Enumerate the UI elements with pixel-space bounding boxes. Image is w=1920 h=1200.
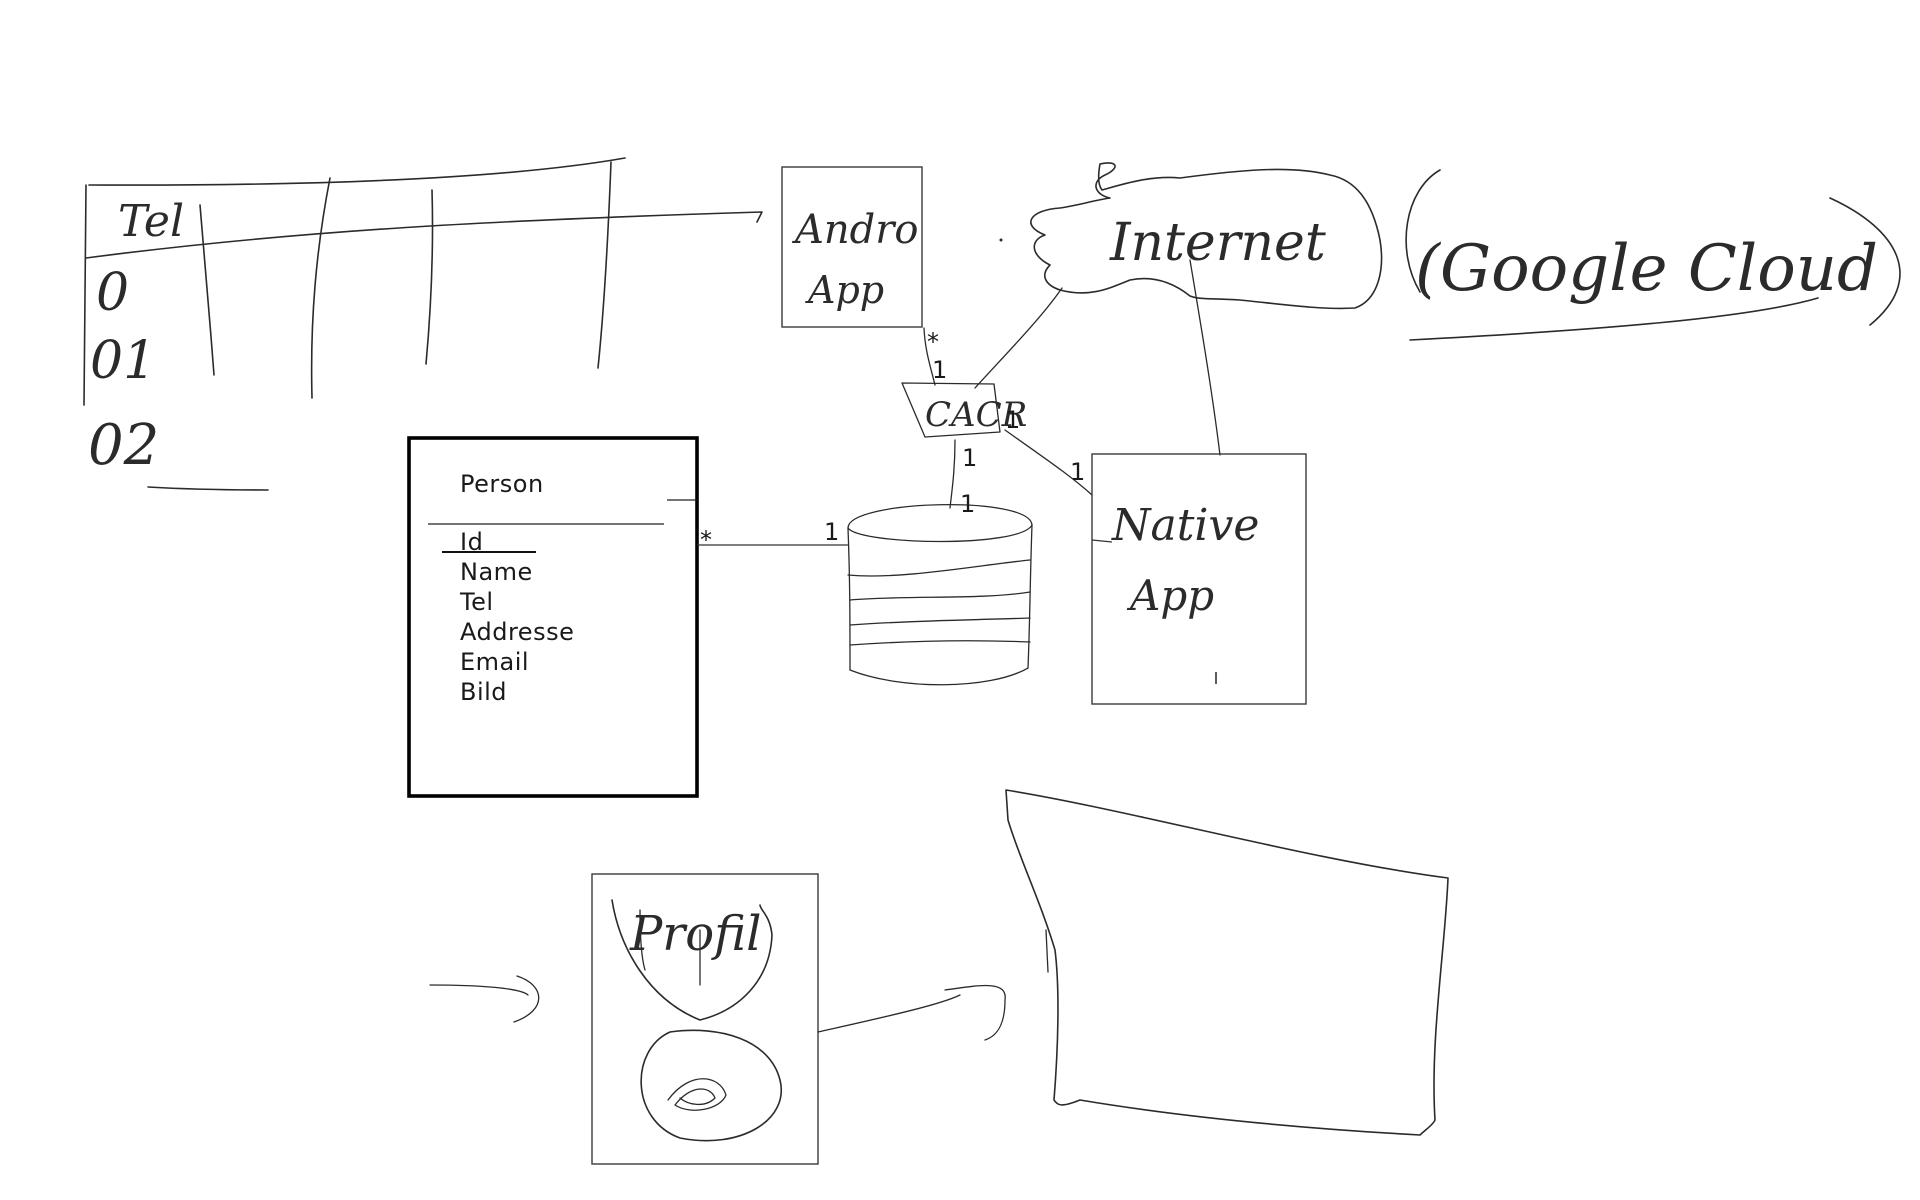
person-entity: Person Id Name Tel Addresse Email Bild — [407, 436, 699, 798]
profile-label: Profil — [629, 906, 762, 962]
cache-one-top: 1 — [932, 356, 948, 384]
db-one-top: 1 — [960, 490, 976, 518]
database-cylinder: 1 — [847, 490, 1033, 686]
attr-tel: Tel — [459, 588, 494, 616]
native-app-box: Native App — [1091, 453, 1307, 705]
attr-name: Name — [460, 558, 533, 586]
table-header-text: Tel — [118, 196, 184, 247]
android-app-label-1: Andro — [791, 207, 918, 253]
large-sketch-panel — [1005, 789, 1449, 1136]
profile-mockup: Profil — [591, 873, 819, 1165]
person-star: * — [700, 526, 713, 554]
cache-node: CACR * 1 1 1 1 — [901, 259, 1221, 509]
cache-one-bottom: 1 — [962, 444, 978, 472]
attr-email: Email — [460, 648, 529, 676]
attr-id: Id — [460, 528, 483, 556]
db-one-left: 1 — [824, 518, 840, 546]
attr-addresse: Addresse — [460, 618, 574, 646]
table-row-2-text: 02 — [88, 413, 159, 478]
internet-cloud: Internet — [999, 162, 1383, 310]
google-cloud-label: (Google Cloud — [1415, 232, 1878, 306]
native-one-left: 1 — [1070, 458, 1086, 486]
internet-label: Internet — [1109, 213, 1326, 273]
person-db-connector: * 1 — [697, 518, 848, 554]
person-title: Person — [460, 470, 544, 498]
attr-bild: Bild — [460, 678, 507, 706]
arrow-out-of-profile — [817, 984, 1006, 1041]
android-app-box: Andro App — [781, 166, 923, 328]
cache-star-top: * — [927, 328, 940, 356]
native-app-label-2: App — [1126, 571, 1214, 620]
native-app-label-1: Native — [1111, 500, 1259, 551]
google-cloud-note: (Google Cloud — [1405, 169, 1901, 341]
arrow-into-profile — [429, 975, 540, 1023]
cache-one-right: 1 — [1005, 406, 1021, 434]
hand-drawn-table: Tel 0 01 02 — [83, 157, 763, 491]
cache-label: CACR — [925, 395, 1027, 435]
android-app-label-2: App — [805, 268, 884, 312]
table-row-0-text: 0 — [96, 263, 129, 323]
table-row-1-text: 01 — [90, 331, 156, 391]
